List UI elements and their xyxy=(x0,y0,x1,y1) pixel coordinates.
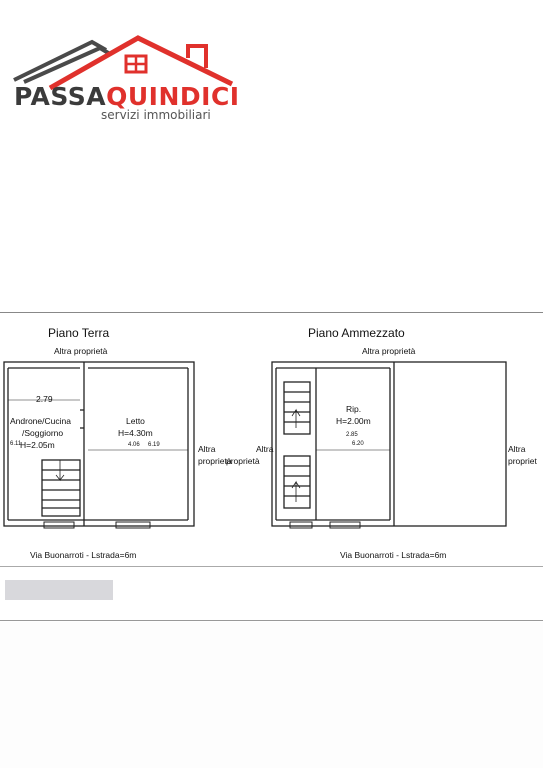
room2-dim-depth: 6.19 xyxy=(148,442,160,448)
rip-dim-width: 2.85 xyxy=(346,432,358,438)
room1-dim-side: 6.11 xyxy=(10,441,22,447)
piano-terra-right-neighbor-1: Altra xyxy=(198,444,216,454)
piano-ammezzato-left-neighbor-1: Altra xyxy=(256,444,274,454)
sheet-top-line xyxy=(0,312,543,313)
piano-terra-top-neighbor: Altra proprietà xyxy=(54,346,108,356)
logo-tagline: servizi immobiliari xyxy=(101,108,211,122)
piano-terra-title: Piano Terra xyxy=(48,326,110,340)
logo-brand-part2: QUINDICI xyxy=(106,82,240,111)
room2-name: Letto xyxy=(126,416,145,426)
piano-terra-right-neighbor-2: proprietà xyxy=(198,456,232,466)
room1-name-line2: /Soggiorno xyxy=(22,428,64,438)
room2-height: H=4.30m xyxy=(118,428,153,438)
piano-ammezzato-right-neighbor-2: propriet xyxy=(508,456,537,466)
logo-roof-red xyxy=(48,35,234,91)
sheet-bottom-line xyxy=(0,566,543,567)
logo-roof-back xyxy=(13,39,107,82)
stair-lower xyxy=(283,455,311,509)
logo-roof-mid xyxy=(23,45,112,84)
stair-piano-terra xyxy=(41,459,81,517)
room1-dim-top: 2.79 xyxy=(36,394,53,404)
piano-ammezzato-street: Via Buonarroti - Lstrada=6m xyxy=(340,550,447,560)
logo-brand-part1: PASSA xyxy=(14,82,107,111)
piano-terra-outline xyxy=(3,361,195,527)
blank-page-area xyxy=(0,622,543,768)
page-divider-line xyxy=(0,620,543,621)
company-logo xyxy=(13,35,234,91)
piano-ammezzato-outline xyxy=(271,361,507,527)
room2-dim-width: 4.06 xyxy=(128,442,140,448)
piano-ammezzato-right-neighbor-1: Altra xyxy=(508,444,526,454)
piano-ammezzato-left-neighbor-2: proprietà xyxy=(226,456,260,466)
logo-chimney xyxy=(186,44,208,68)
piano-terra-street: Via Buonarroti - Lstrada=6m xyxy=(30,550,137,560)
floor-plan-drawing xyxy=(3,361,507,529)
rip-dim-depth: 6.20 xyxy=(352,441,364,447)
stair-upper xyxy=(283,381,311,435)
scan-gray-bar xyxy=(5,580,113,600)
room1-height: H=2.05m xyxy=(20,440,55,450)
plan-labels: Piano Terra Altra proprietà 2.79 Androne… xyxy=(0,310,543,590)
room1-name-line1: Androne/Cucina xyxy=(10,416,71,426)
logo-brand-name: PASSAQUINDICI xyxy=(14,82,240,111)
piano-ammezzato-title: Piano Ammezzato xyxy=(308,326,405,340)
rip-room-name: Rip. xyxy=(346,404,362,414)
rip-room-height: H=2.00m xyxy=(336,416,371,426)
piano-ammezzato-top-neighbor: Altra proprietà xyxy=(362,346,416,356)
